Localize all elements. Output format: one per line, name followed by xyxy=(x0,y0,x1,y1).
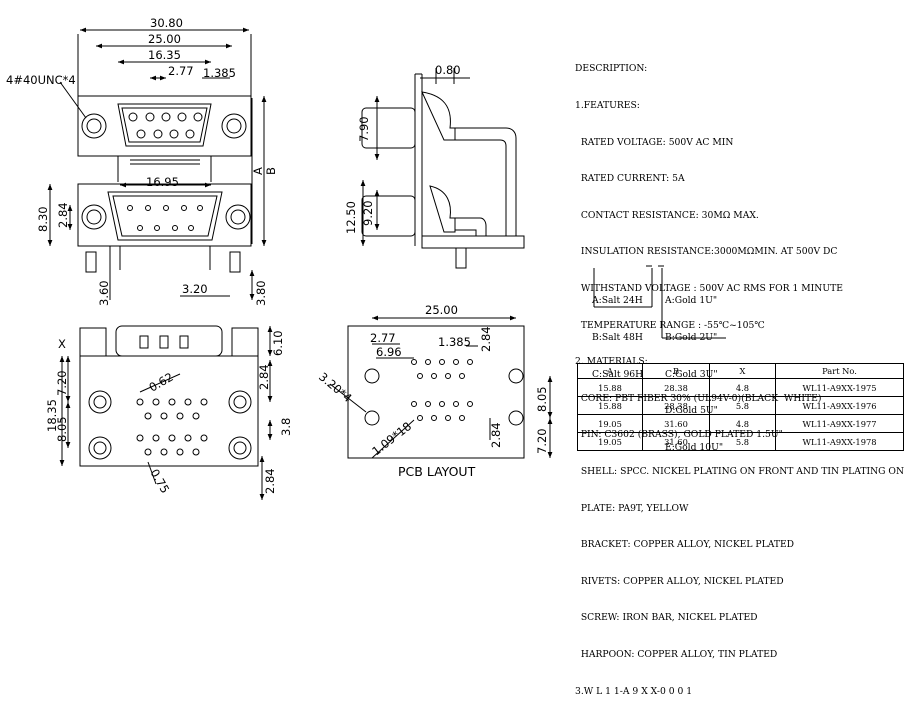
bottom-pin-grid xyxy=(136,398,208,456)
cell-part-no: WL11-A9XX-1978 xyxy=(775,432,904,451)
dim-screw-spec: 4#40UNC*4 xyxy=(6,73,76,87)
dim-12-50: 12.50 xyxy=(344,201,358,234)
dim-9-20: 9.20 xyxy=(361,200,375,226)
desc-line: CONTACT RESISTANCE: 30MΩ MAX. xyxy=(575,209,759,221)
table-row: 19.05 31.60 5.8 WL11-A9XX-1978 xyxy=(577,432,904,451)
part-code: 3.W L 1 1-A 9 X X-0 0 0 1 xyxy=(575,685,693,697)
cell-b: 31.60 xyxy=(642,432,710,451)
dim-25-00: 25.00 xyxy=(148,32,181,46)
gold-option: B:Gold 2U" xyxy=(665,332,718,343)
cell-x: 4.8 xyxy=(709,414,776,433)
upper-pins xyxy=(128,112,203,139)
lower-dsub-shell xyxy=(107,191,223,241)
upper-flange xyxy=(77,95,252,157)
pcb-dim-6-96: 6.96 xyxy=(376,345,402,359)
cell-x: 4.8 xyxy=(709,378,776,397)
desc-line: PLATE: PA9T, YELLOW xyxy=(575,502,689,514)
dim-2-84-lower: 2.84 xyxy=(263,468,277,494)
dim-b: B xyxy=(264,167,278,175)
dim-0-62: 0.62 xyxy=(147,370,176,395)
dim-0-75: 0.75 xyxy=(147,467,172,496)
cell-a: 19.05 xyxy=(577,432,643,451)
lower-pins xyxy=(127,205,203,231)
header-x: X xyxy=(709,363,776,379)
desc-line: SHELL: SPCC. NICKEL PLATING ON FRONT AND… xyxy=(575,465,907,477)
cell-part-no: WL11-A9XX-1976 xyxy=(775,396,904,415)
pcb-dim-1-09x18: 1.09*18 xyxy=(369,419,414,458)
pcb-dim-7-20: 7.20 xyxy=(535,428,549,454)
dim-16-35: 16.35 xyxy=(148,48,181,62)
cell-b: 28.38 xyxy=(642,378,710,397)
dim-7-20-bottom: 7.20 xyxy=(55,370,69,396)
pcb-dim-2-77: 2.77 xyxy=(370,331,396,345)
desc-line: RATED CURRENT: 5A xyxy=(575,173,685,185)
dim-3-60: 3.60 xyxy=(97,280,111,306)
pcb-dim-3-20x4: 3.20*4 xyxy=(316,370,355,406)
cell-x: 5.8 xyxy=(709,432,776,451)
dim-16-95: 16.95 xyxy=(146,175,179,189)
dim-2-84-bottom: 2.84 xyxy=(257,364,271,390)
part-code-brackets xyxy=(593,265,726,339)
table-row: 15.88 28.38 5.8 WL11-A9XX-1976 xyxy=(577,396,904,415)
header-b: B xyxy=(642,363,710,379)
dim-7-90: 7.90 xyxy=(357,116,371,142)
pcb-holes xyxy=(411,359,473,421)
cell-a: 15.88 xyxy=(577,396,643,415)
cell-b: 31.60 xyxy=(642,414,710,433)
side-view xyxy=(360,68,525,269)
desc-line: RIVETS: COPPER ALLOY, NICKEL PLATED xyxy=(575,575,784,587)
salt-option: A:Salt 24H xyxy=(592,295,643,307)
pcb-layout-caption: PCB LAYOUT xyxy=(398,464,476,479)
cell-b: 28.38 xyxy=(642,396,710,415)
pcb-dim-2-84-bottom: 2.84 xyxy=(489,422,503,448)
cell-part-no: WL11-A9XX-1977 xyxy=(775,414,904,433)
lower-flange xyxy=(77,183,252,247)
connector-drawing: 30.80 25.00 16.35 2.77 1.385 4#40UNC*4 1… xyxy=(6,16,726,500)
dim-6-10: 6.10 xyxy=(271,330,285,356)
part-number-table: A B X Part No. 15.88 28.38 4.8 WL11-A9XX… xyxy=(577,363,904,451)
desc-line: SCREW: IRON BAR, NICKEL PLATED xyxy=(575,612,758,624)
pcb-dim-25-00: 25.00 xyxy=(425,303,458,317)
cell-a: 19.05 xyxy=(577,414,643,433)
top-view xyxy=(47,27,267,300)
table-row: 19.05 31.60 4.8 WL11-A9XX-1977 xyxy=(577,414,904,433)
desc-line: 2. MATERIALS: xyxy=(575,356,648,368)
dim-8-30: 8.30 xyxy=(36,206,50,232)
header-part-no: Part No. xyxy=(775,363,904,379)
pcb-layout xyxy=(329,315,553,459)
dim-3-80: 3.80 xyxy=(254,280,268,306)
pcb-dim-1-385: 1.385 xyxy=(438,335,471,349)
dim-x: X xyxy=(58,337,66,351)
dim-2-84-top: 2.84 xyxy=(56,202,70,228)
desc-line: INSULATION RESISTANCE:3000MΩMIN. AT 500V… xyxy=(575,246,838,258)
table-row: 15.88 28.38 4.8 WL11-A9XX-1975 xyxy=(577,378,904,397)
gold-option: A:Gold 1U" xyxy=(665,295,718,307)
desc-line: 1.FEATURES: xyxy=(575,100,640,111)
dim-2-77: 2.77 xyxy=(168,64,194,78)
dim-3-8: 3.8 xyxy=(279,418,293,436)
header-a: A xyxy=(577,363,643,379)
upper-dsub-shell xyxy=(117,103,212,147)
desc-line: WITHSTAND VOLTAGE : 500V AC RMS FOR 1 MI… xyxy=(575,282,843,294)
bottom-view xyxy=(59,325,273,500)
desc-line: TEMPERATURE RANGE : -55℃~105℃ xyxy=(575,319,765,331)
dim-1-385: 1.385 xyxy=(203,66,236,80)
desc-line: DESCRIPTION: xyxy=(575,63,648,75)
dim-18-35: 18.35 xyxy=(45,399,59,432)
pcb-dim-2-84-top: 2.84 xyxy=(479,326,493,352)
desc-line: HARPOON: COPPER ALLOY, TIN PLATED xyxy=(575,648,778,660)
table-header-row: A B X Part No. xyxy=(577,363,904,379)
pcb-dim-8-05: 8.05 xyxy=(535,386,549,412)
dim-3-20: 3.20 xyxy=(182,282,208,296)
cell-a: 15.88 xyxy=(577,378,643,397)
cell-x: 5.8 xyxy=(709,396,776,415)
desc-line: BRACKET: COPPER ALLOY, NICKEL PLATED xyxy=(575,539,795,551)
desc-line: RATED VOLTAGE: 500V AC MIN xyxy=(575,136,734,148)
dim-a: A xyxy=(251,167,265,175)
dim-8-05-bottom: 8.05 xyxy=(55,416,69,442)
salt-option: B:Salt 48H xyxy=(592,332,643,343)
dim-30-80: 30.80 xyxy=(150,16,183,30)
cell-part-no: WL11-A9XX-1975 xyxy=(775,378,904,397)
dim-0-80: 0.80 xyxy=(435,63,461,77)
